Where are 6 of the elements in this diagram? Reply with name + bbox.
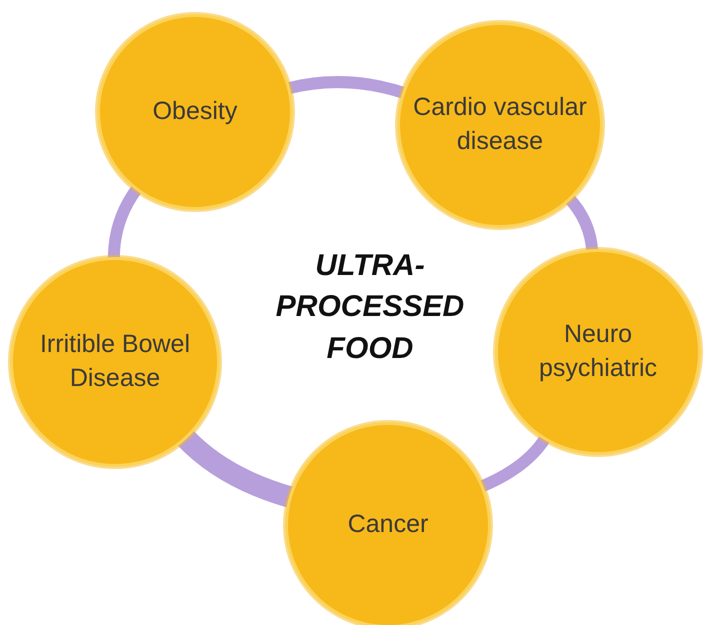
disease-label: Cancer	[348, 509, 428, 540]
disease-label: Neuro psychiatric	[538, 319, 658, 384]
center-title: ULTRA-PROCESSED FOOD	[274, 248, 466, 367]
disease-label: Irritible Bowel Disease	[38, 329, 192, 394]
disease-label: Obesity	[152, 96, 238, 128]
disease-label: Cardio vascular disease	[412, 92, 588, 157]
